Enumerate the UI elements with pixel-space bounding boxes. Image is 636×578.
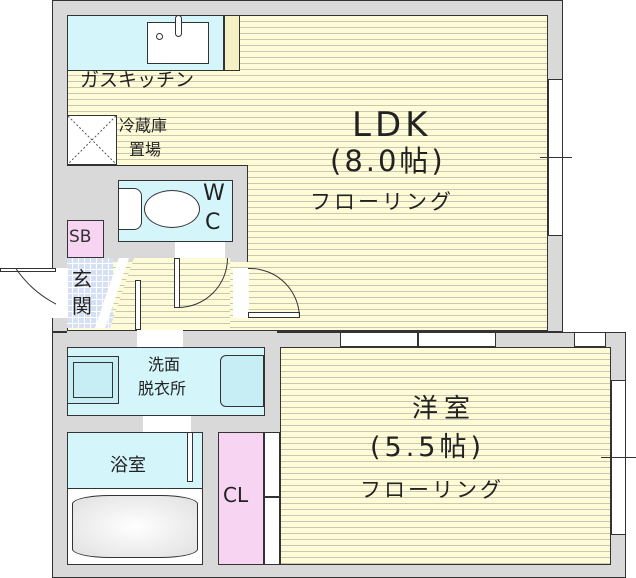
kitchen-label: ガスキッチン (80, 69, 195, 91)
wc-doorway (175, 242, 225, 262)
toilet-bowl-icon (144, 190, 200, 228)
ldk-window-mark (540, 157, 572, 158)
washroom-label-2: 脱衣所 (138, 379, 187, 398)
closet-door-bottom[interactable] (264, 497, 280, 565)
ldk-floor-type: フローリング (310, 190, 454, 214)
bath-door-leaf[interactable] (187, 432, 193, 482)
bath-label: 浴室 (110, 455, 146, 476)
western-floor-type: フローリング (360, 478, 504, 502)
shoebox (67, 220, 104, 258)
washer-icon (67, 356, 119, 404)
entrance-label-2: 関 (72, 294, 92, 318)
western-window-mark (601, 457, 636, 458)
western-top-window-1 (340, 332, 418, 347)
fridge-label-2: 置場 (129, 140, 162, 159)
fridge-label-1: 冷蔵庫 (119, 116, 168, 135)
shoebox-label: SB (69, 227, 92, 247)
wc-label-c: C (205, 210, 221, 235)
wc-label-w: W (203, 181, 225, 206)
ldk-size: (8.0帖) (330, 144, 446, 178)
western-name: 洋室 (412, 394, 477, 424)
bathtub-icon (72, 495, 198, 558)
ldk-doorway (233, 268, 249, 318)
drain-icon (156, 33, 163, 40)
bath-doorway (143, 416, 191, 432)
toilet-tank-icon (118, 188, 142, 230)
fridge-space (67, 115, 117, 165)
washroom-doorway (137, 330, 183, 347)
entrance-label-1: 玄 (72, 267, 92, 291)
faucet-icon (175, 15, 182, 37)
western-top-window-2 (418, 332, 496, 347)
closet (218, 432, 264, 565)
western-room-floor (280, 347, 611, 565)
closet-door-top[interactable] (264, 432, 280, 497)
hall-door-leaf[interactable] (135, 280, 141, 330)
washer-drum (73, 362, 113, 398)
washroom-label-1: 洗面 (148, 355, 181, 374)
closet-label: CL (223, 483, 249, 507)
western-top-window-3 (574, 332, 606, 347)
western-size: (5.5帖) (370, 432, 486, 463)
vanity-icon (220, 355, 264, 407)
kitchen-counter-end (224, 15, 240, 71)
fridge-cross-icon (67, 115, 117, 165)
front-door-opening (52, 268, 68, 318)
ldk-name: LDK (352, 105, 432, 145)
